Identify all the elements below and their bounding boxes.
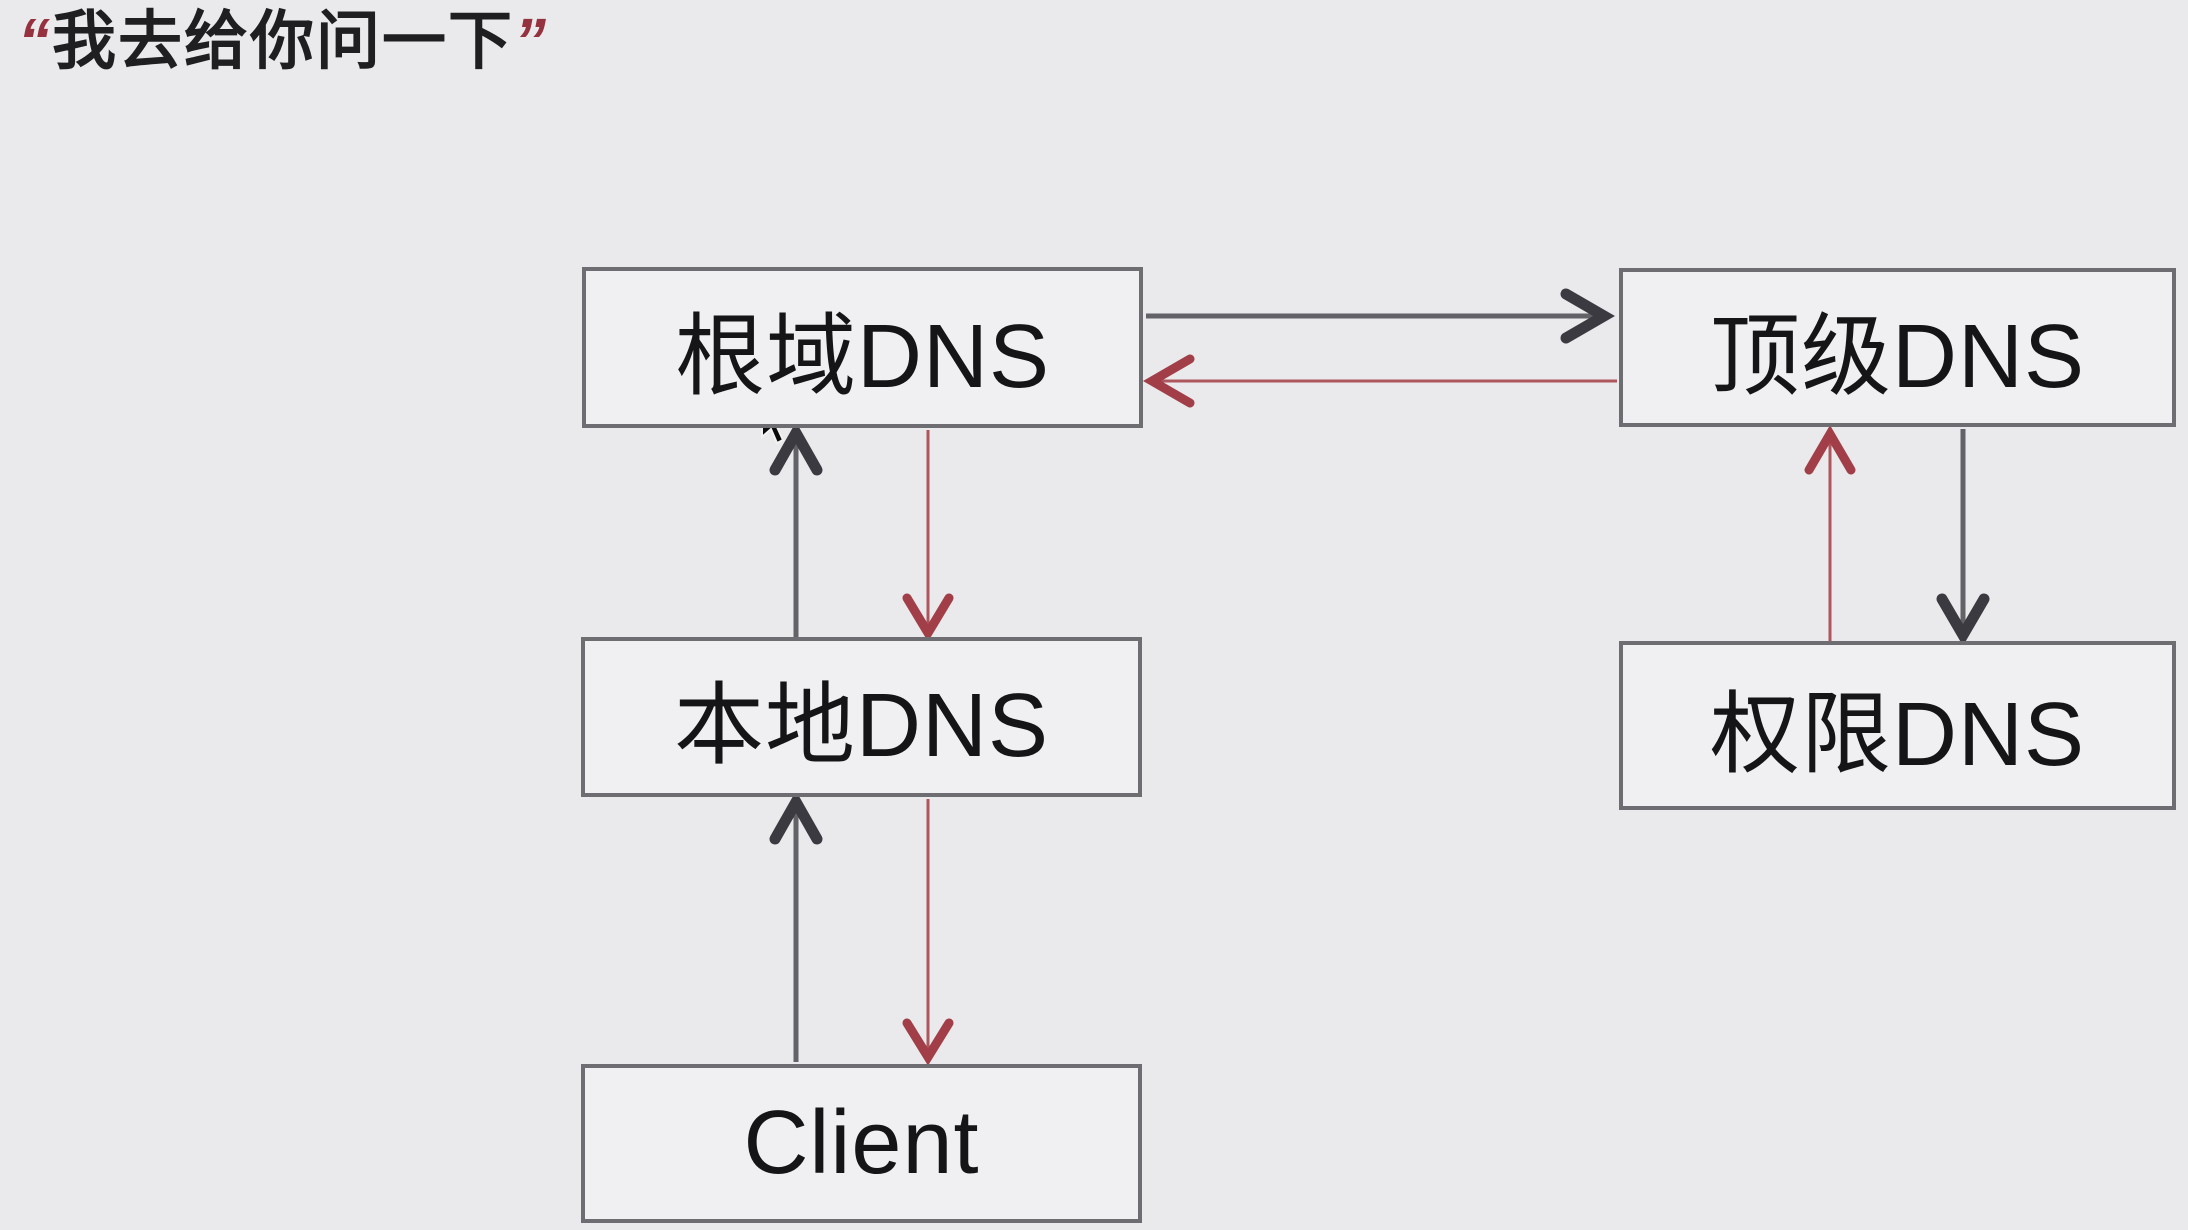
node-local-dns: 本地DNS	[581, 637, 1142, 797]
edge-local-to-root-arrow	[769, 421, 823, 637]
edge-tld-to-root-arrow	[1143, 354, 1617, 408]
title-open-quote: “	[18, 5, 52, 77]
node-auth-dns: 权限DNS	[1619, 641, 2176, 810]
node-auth-dns-label: 权限DNS	[1709, 684, 2086, 785]
edge-tld-to-auth-arrow	[1936, 429, 1990, 646]
node-client: Client	[581, 1064, 1142, 1223]
node-root-dns: 根域DNS	[582, 267, 1143, 428]
node-tld-dns-label: 顶级DNS	[1709, 306, 2086, 407]
edge-client-to-local-arrow	[769, 790, 823, 1062]
edge-root-to-tld-arrow	[1146, 288, 1615, 344]
node-local-dns-label: 本地DNS	[673, 676, 1050, 776]
edge-local-to-client-arrow	[902, 799, 954, 1066]
edge-auth-to-tld-arrow	[1804, 425, 1856, 641]
node-tld-dns: 顶级DNS	[1619, 268, 2176, 427]
node-root-dns-label: 根域DNS	[674, 306, 1051, 407]
title-text: 我去给你问一下	[52, 5, 514, 77]
node-client-label: Client	[743, 1093, 980, 1193]
page-title: “我去给你问一下”	[18, 0, 548, 83]
title-close-quote: ”	[514, 5, 548, 77]
edge-root-to-local-arrow	[902, 430, 954, 642]
